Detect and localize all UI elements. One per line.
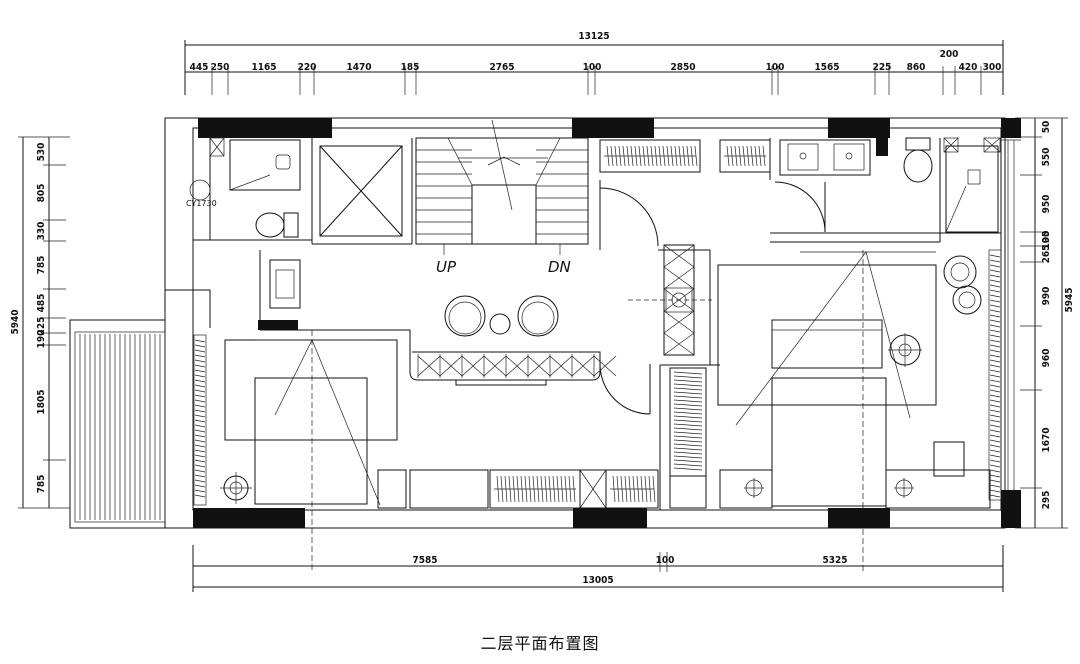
- svg-text:295: 295: [1041, 491, 1052, 510]
- svg-text:785: 785: [36, 475, 47, 494]
- svg-text:100: 100: [656, 555, 675, 566]
- left-dimensions: 5940 530 805 330 785 485 225 190 1805 78…: [10, 136, 70, 509]
- svg-text:265: 265: [1041, 245, 1052, 264]
- stair-up-label: UP: [436, 258, 457, 276]
- svg-text:1805: 1805: [36, 389, 47, 414]
- svg-text:100: 100: [1041, 231, 1052, 250]
- svg-text:220: 220: [298, 62, 317, 73]
- dim-total-top: 13125: [578, 31, 609, 42]
- svg-text:485: 485: [36, 294, 47, 313]
- svg-text:805: 805: [36, 184, 47, 203]
- svg-text:1565: 1565: [814, 62, 839, 73]
- svg-text:950: 950: [1041, 195, 1052, 214]
- staircase: UP DN: [415, 119, 589, 276]
- svg-text:1165: 1165: [251, 62, 276, 73]
- svg-text:13005: 13005: [582, 575, 613, 586]
- svg-text:5325: 5325: [822, 555, 847, 566]
- left-bedroom: [193, 334, 489, 509]
- svg-text:420: 420: [959, 62, 978, 73]
- svg-text:225: 225: [36, 317, 47, 336]
- svg-text:960: 960: [1041, 349, 1052, 368]
- svg-text:330: 330: [36, 222, 47, 241]
- plant-tag-label: CY1730: [186, 199, 217, 208]
- svg-text:95: 95: [1041, 231, 1052, 244]
- lounge-area: [409, 187, 659, 415]
- svg-text:250: 250: [211, 62, 230, 73]
- balcony-railing: [69, 319, 166, 529]
- svg-text:225: 225: [873, 62, 892, 73]
- svg-text:1470: 1470: [346, 62, 371, 73]
- svg-text:1670: 1670: [1041, 427, 1052, 452]
- right-bedroom: [717, 249, 1002, 509]
- svg-text:5945: 5945: [1064, 287, 1075, 312]
- svg-text:100: 100: [766, 62, 785, 73]
- drawing-title: 二层平面布置图: [480, 634, 600, 653]
- svg-text:2850: 2850: [670, 62, 695, 73]
- svg-text:50: 50: [1041, 121, 1052, 134]
- svg-text:190: 190: [36, 330, 47, 349]
- svg-text:7585: 7585: [412, 555, 437, 566]
- svg-text:185: 185: [401, 62, 420, 73]
- svg-text:300: 300: [983, 62, 1002, 73]
- svg-text:2765: 2765: [489, 62, 514, 73]
- svg-text:785: 785: [36, 256, 47, 275]
- svg-text:100: 100: [583, 62, 602, 73]
- svg-text:530: 530: [36, 143, 47, 162]
- bottom-dimensions: 7585 100 5325 13005: [192, 250, 1004, 592]
- svg-text:990: 990: [1041, 287, 1052, 306]
- building-walls: [164, 117, 1021, 529]
- svg-text:860: 860: [907, 62, 926, 73]
- svg-text:5940: 5940: [10, 309, 21, 334]
- top-dimension-total: 13125: [184, 31, 1004, 95]
- stair-down-label: DN: [548, 258, 571, 276]
- hall-basin: [628, 287, 712, 313]
- left-bathroom: CY1730: [186, 137, 301, 309]
- right-dimensions: 5945 50 550 950 100 265 95 990 960 1670 …: [1015, 117, 1075, 529]
- svg-text:550: 550: [1041, 148, 1052, 167]
- right-bathroom: [774, 137, 1001, 233]
- top-dimension-segments: 445 250 1165 220 1470 185 2765 100 2850 …: [185, 49, 1003, 95]
- elevator-shaft: [319, 145, 403, 237]
- svg-text:445: 445: [190, 62, 209, 73]
- svg-text:200: 200: [940, 49, 959, 60]
- right-windows: [1001, 139, 1021, 490]
- central-wardrobes: [489, 139, 771, 509]
